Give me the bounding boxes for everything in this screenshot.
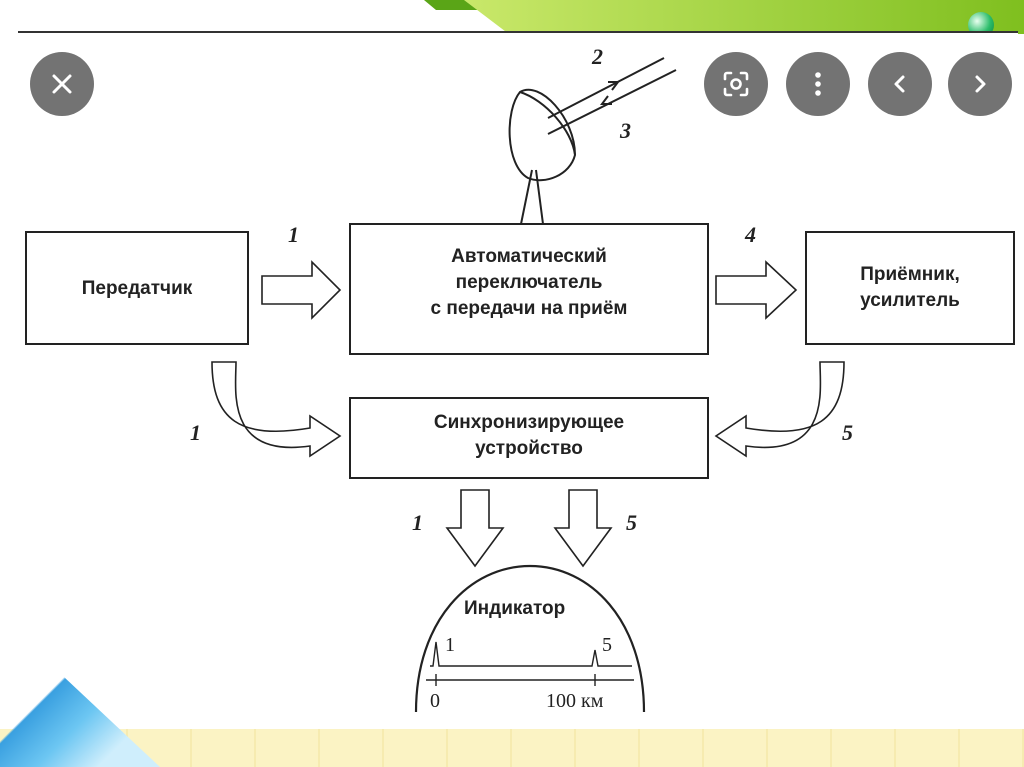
- indicator-pulse-right-label: 5: [602, 634, 612, 656]
- indicator-pulse-left-label: 1: [445, 634, 455, 656]
- label-rx-sync: 5: [842, 420, 853, 445]
- indicator-trace: [430, 641, 632, 667]
- arrow-tx-switch: [261, 260, 342, 320]
- chevron-right-icon: [975, 75, 986, 93]
- switch-box: [349, 223, 709, 355]
- beam-out-arrowhead: [608, 81, 620, 91]
- transmitter-label: Передатчик: [81, 278, 193, 299]
- label-switch-rx: 4: [745, 222, 756, 247]
- chevron-left-icon: [894, 75, 905, 93]
- close-icon: [52, 74, 72, 94]
- top-green-banner: [464, 0, 1024, 34]
- antenna-dish: [508, 88, 577, 182]
- indicator-title: Индикатор: [464, 598, 566, 619]
- antenna-mast: [520, 169, 544, 225]
- arrow-rx-sync: [714, 361, 845, 458]
- label-sync-ind-right: 5: [626, 510, 637, 535]
- arrow-sync-ind-left: [445, 489, 505, 568]
- arrow-tx-sync: [211, 361, 342, 458]
- beam-in: [547, 69, 677, 135]
- sync-box: [349, 397, 709, 479]
- receiver-label-line2: усилитель: [860, 290, 960, 311]
- receiver-label: Приёмник, усилитель: [806, 262, 1014, 314]
- receiver-box: [805, 231, 1015, 345]
- previous-button[interactable]: [868, 52, 932, 116]
- next-button[interactable]: [948, 52, 1012, 116]
- indicator-dome: [414, 564, 646, 713]
- more-icon: [815, 72, 821, 96]
- transmitter-box: [25, 231, 249, 345]
- sync-label-line2: устройство: [475, 438, 583, 459]
- antenna-dish-rim: [519, 91, 576, 156]
- switch-label-line3: с передачи на приём: [430, 298, 628, 319]
- label-antenna-out: 2: [592, 44, 603, 69]
- more-options-button[interactable]: [786, 52, 850, 116]
- slide-area: [18, 33, 1018, 728]
- bottom-band-decoration: [0, 729, 1024, 767]
- label-sync-ind-left: 1: [412, 510, 423, 535]
- beam-in-arrowhead: [600, 95, 612, 105]
- lens-search-button[interactable]: [704, 52, 768, 116]
- indicator-tick-end-label: 100 км: [546, 690, 604, 712]
- label-tx-switch: 1: [288, 222, 299, 247]
- indicator-tick-start-label: 0: [430, 690, 440, 712]
- label-tx-sync: 1: [190, 420, 201, 445]
- beam-out: [547, 57, 665, 119]
- arrow-switch-rx: [715, 260, 798, 320]
- label-antenna-in: 3: [620, 118, 631, 143]
- receiver-label-line1: Приёмник,: [860, 264, 960, 285]
- lens-icon: [723, 71, 749, 97]
- close-button[interactable]: [30, 52, 94, 116]
- slide-top-rule: [18, 31, 1018, 33]
- switch-label-line1: Автоматический: [451, 246, 607, 267]
- sync-label: Синхронизирующее устройство: [350, 410, 708, 462]
- arrow-sync-ind-right: [553, 489, 613, 568]
- switch-label: Автоматический переключатель с передачи …: [350, 244, 708, 322]
- switch-label-line2: переключатель: [455, 272, 603, 293]
- sync-label-line1: Синхронизирующее: [433, 412, 625, 433]
